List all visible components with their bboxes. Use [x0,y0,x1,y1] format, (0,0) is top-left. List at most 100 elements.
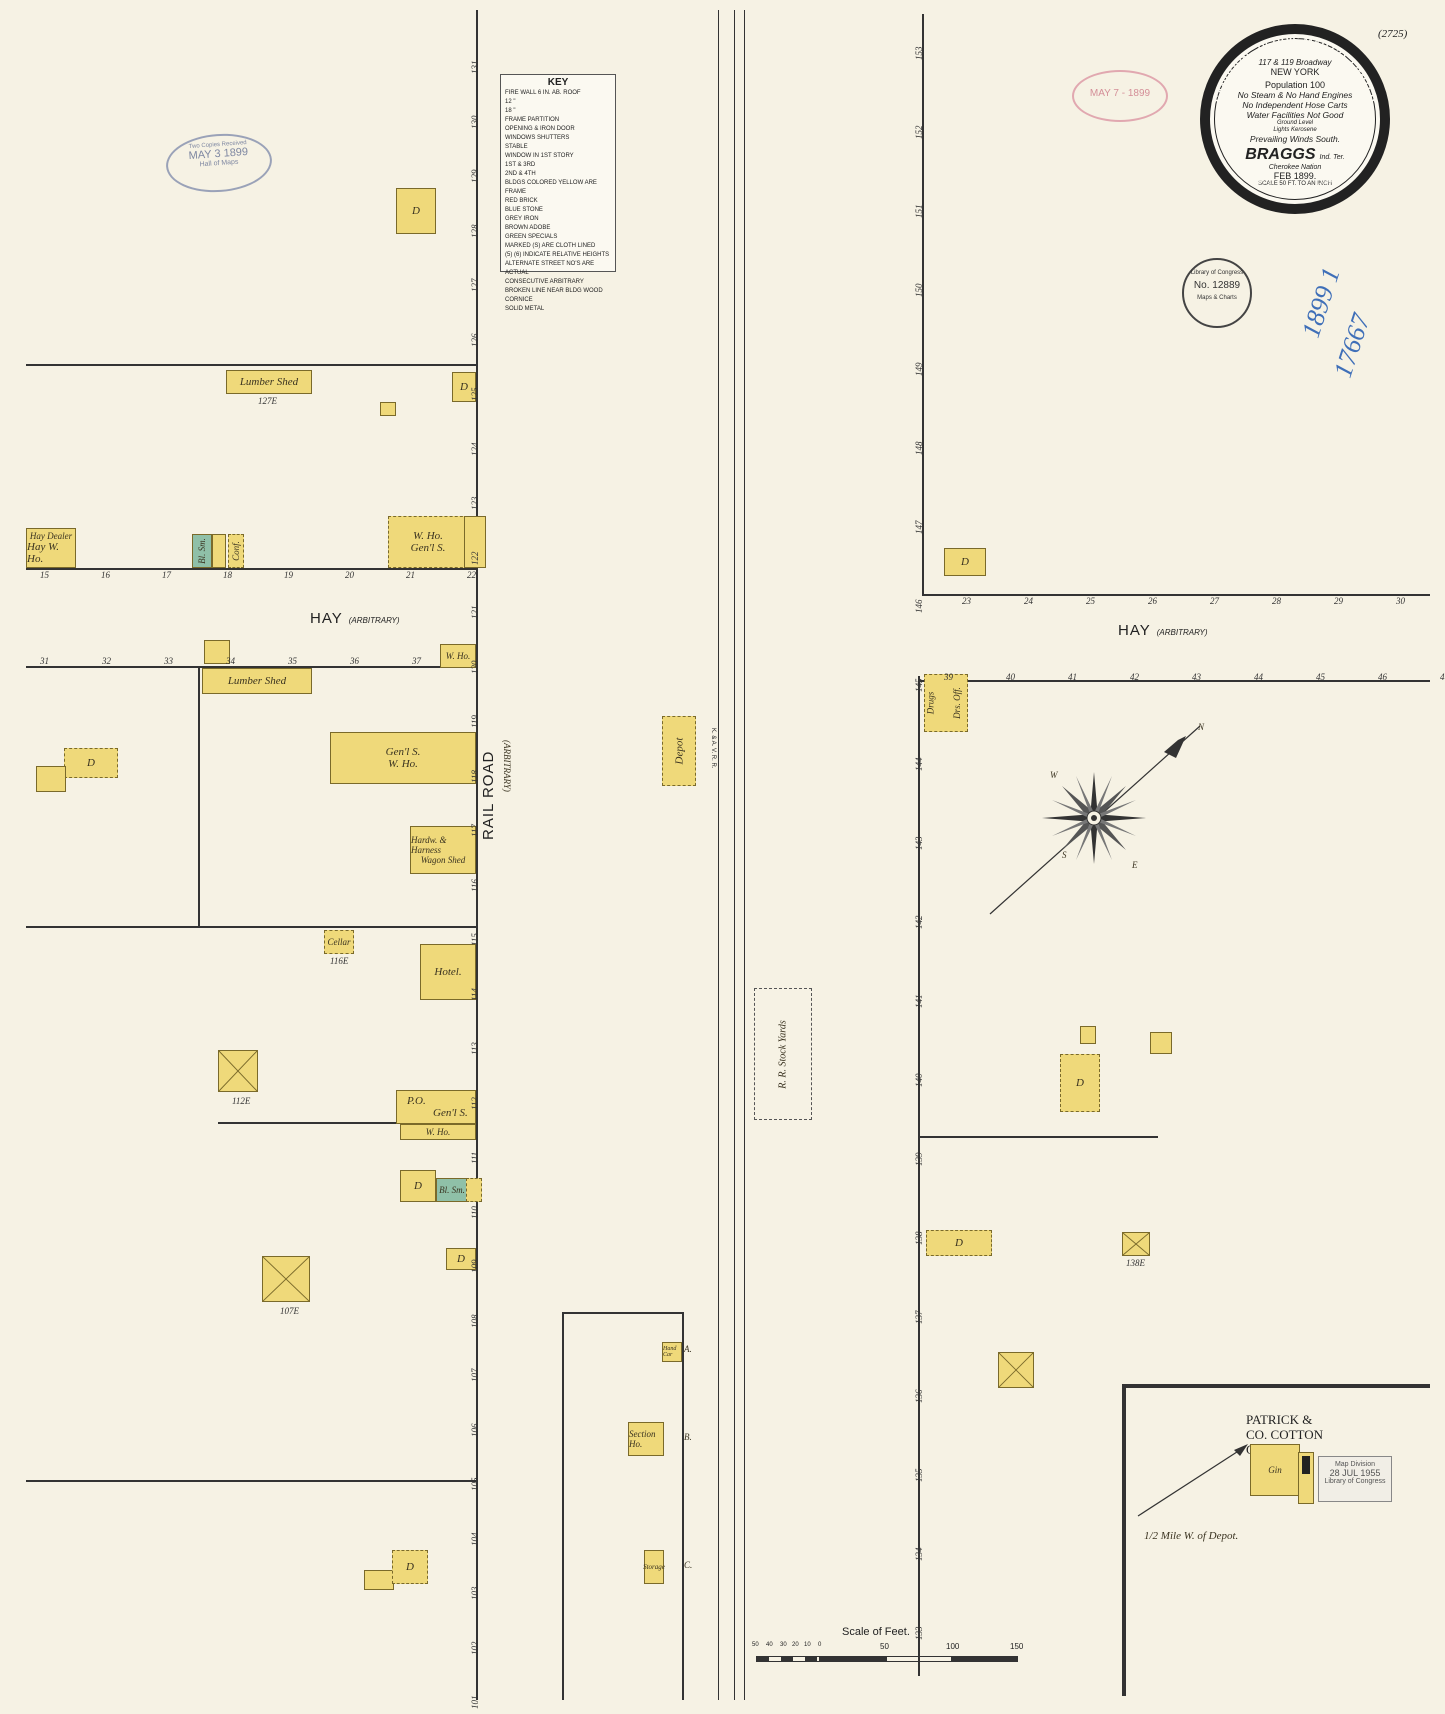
cotton-gin-title: PATRICK & CO. COTTON GIN. [1246,1412,1324,1457]
key-row: MARKED (S) ARE CLOTH LINED [505,243,596,249]
building-label: Bl. Sm. [439,1185,465,1195]
building-number: 107E [280,1306,299,1316]
lot-number: 44 [1254,672,1263,682]
blacksmith-1: Bl. Sm. [192,534,212,568]
lot-number: 117 [470,824,480,837]
rr-street-west-line [476,10,478,1700]
yard-line [682,1312,684,1700]
building-label: Cellar [327,937,351,947]
lot-number: 134 [914,1547,924,1562]
lot-number: 16 [101,570,110,580]
key-row: BLUE STONE [505,207,543,213]
dwelling [36,766,66,792]
compass-w: W [1050,770,1058,780]
stamp-line: Map Division [1334,1461,1376,1468]
svg-text:COPYRIGHT 1899 BY THE SANBORN-: COPYRIGHT 1899 BY THE SANBORN-PERRIS MAP… [1223,141,1368,194]
scale-bar [756,1656,1018,1662]
scale-tick: 50 [880,1642,889,1651]
cartouche-ring [1214,38,1376,200]
building-label: Gen'l S. [385,746,421,758]
yard-line [562,1312,564,1700]
lot-number: 22 [467,570,476,580]
dwelling [204,640,230,664]
block-divider [198,668,200,926]
building-number: 116E [330,956,349,966]
building-label: W. Ho. [445,651,471,661]
key-title: KEY [547,77,569,88]
lot-number: 144 [914,757,924,772]
lot-number: 122 [470,551,480,565]
railway-name: K. & A. V. R. R. [710,728,716,769]
compass-rose-icon [989,725,1201,915]
lot-number: 152 [914,125,924,140]
dwelling: D [944,548,986,576]
lot-number: 34 [226,656,235,666]
general-store-2: Gen'l S.W. Ho. [330,732,476,784]
lot-number: 116 [470,878,480,892]
lumber-shed-2: Lumber Shed [202,668,312,694]
lot-number: 111 [470,1151,480,1164]
lot-number: 121 [470,605,480,620]
building-label: W. Ho. [388,758,418,770]
lot-number: 147 [914,520,924,535]
building-label: Hardw. & Harness [411,835,447,855]
lot-number: 138 [914,1231,924,1246]
lot-number: 47 [1440,672,1445,682]
shed [466,1178,482,1202]
key-row: (5) (6) INDICATE RELATIVE HEIGHTS [505,252,610,258]
stamp-date: MAY 7 - 1899 [1089,88,1151,99]
lot-number: 28 [1272,596,1281,606]
key-row: FRAME PARTITION [505,117,560,123]
dwelling: D [446,1248,476,1270]
lot-number: 18 [223,570,232,580]
stamp-line: Maps & Charts [1197,295,1237,301]
lot-number: 42 [1130,672,1139,682]
lumber-shed-1: Lumber Shed [226,370,312,394]
dwelling: D [452,372,476,402]
lot-number: 35 [288,656,297,666]
lot-number: 32 [102,656,111,666]
cartouche-copyright: COPYRIGHT 1899 BY THE SANBORN-PERRIS MAP… [1223,141,1368,194]
blacksmith-2: Bl. Sm. [436,1178,468,1202]
compass-s: S [1062,850,1067,860]
lot-number: 124 [470,442,480,456]
label-c: C. [684,1560,693,1570]
lot-number: 150 [914,283,924,298]
scale-bar-fill [757,1657,819,1661]
lot-number: 27 [1210,596,1219,606]
dwelling [364,1570,394,1590]
lot-number: 143 [914,836,924,851]
key-row: WINDOWS SHUTTERS [505,135,570,141]
cotton-gin-location: 1/2 Mile W. of Depot. [1144,1530,1239,1542]
lot-number: 103 [470,1586,480,1601]
dwelling: D [64,748,118,778]
hotel: Hotel. [420,944,476,1000]
building-label: Gin [1268,1465,1282,1475]
lot-number: 109 [470,1259,480,1274]
lot-number: 136 [914,1389,924,1404]
lot-number: 36 [350,656,359,666]
label-a: A. [684,1344,692,1354]
stamp-date: 28 JUL 1955 [1329,1468,1381,1478]
building-number: 138E [1126,1258,1145,1268]
lot-number: 41 [1068,672,1077,682]
key-row: WINDOW IN 1ST STORY [505,153,574,159]
lot-number: 37 [412,656,421,666]
dwelling: D [396,188,436,234]
key-row: BROKEN LINE NEAR BLDG WOOD CORNICE [505,288,603,303]
street-sub: (ARBITRARY) [1156,628,1208,637]
compass-e: E [1132,860,1138,870]
building-label: Conf. [231,541,242,561]
lot-number: 118 [470,769,480,783]
cotton-gin: Gin [1250,1444,1300,1496]
division-stamp: Map Division 28 JUL 1955 Library of Cong… [1318,1456,1392,1502]
handwritten-year: 1899 1 [1296,263,1346,341]
lot-number: 25 [1086,596,1095,606]
lot-number: 23 [962,596,971,606]
post-office-general-store: P.O.Gen'l S. [396,1090,476,1124]
dwelling: D [1060,1054,1100,1112]
street-name: HAY [310,610,343,627]
